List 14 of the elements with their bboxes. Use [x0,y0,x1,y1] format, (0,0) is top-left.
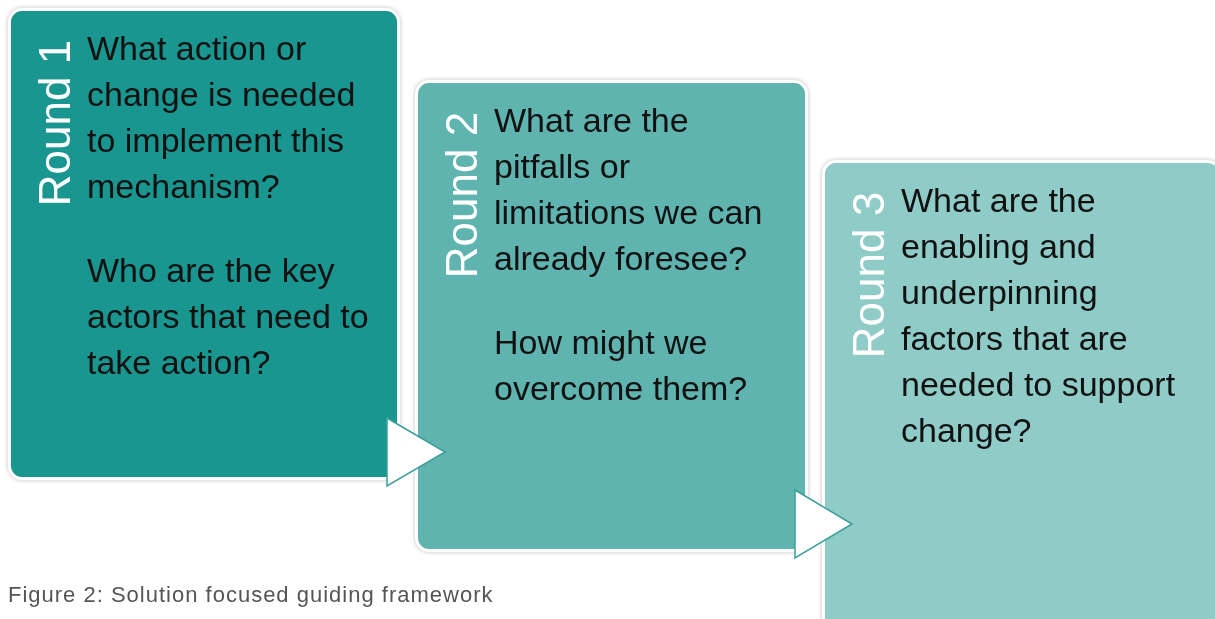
question-text: What are the enabling and underpinning factors that are needed to support change? [901,180,1177,451]
question-text: Who are the key actors that need to take action? [87,250,370,383]
step-box [8,8,400,480]
question-text: How might we overcome them? [494,322,749,409]
arrow [386,416,447,488]
question-text: What action or change is needed to implement this mechanism? [87,28,357,207]
figure-caption: Figure 2: Solution focused guiding framework [8,582,494,608]
step-box [415,80,808,552]
step-box [822,160,1215,619]
round-label: Round 3 [844,190,894,361]
arrow [794,488,854,560]
question-text: What are the pitfalls or limitations we can already foresee? [494,100,764,279]
round-label: Round 2 [437,110,487,281]
round-label: Round 1 [30,38,80,209]
